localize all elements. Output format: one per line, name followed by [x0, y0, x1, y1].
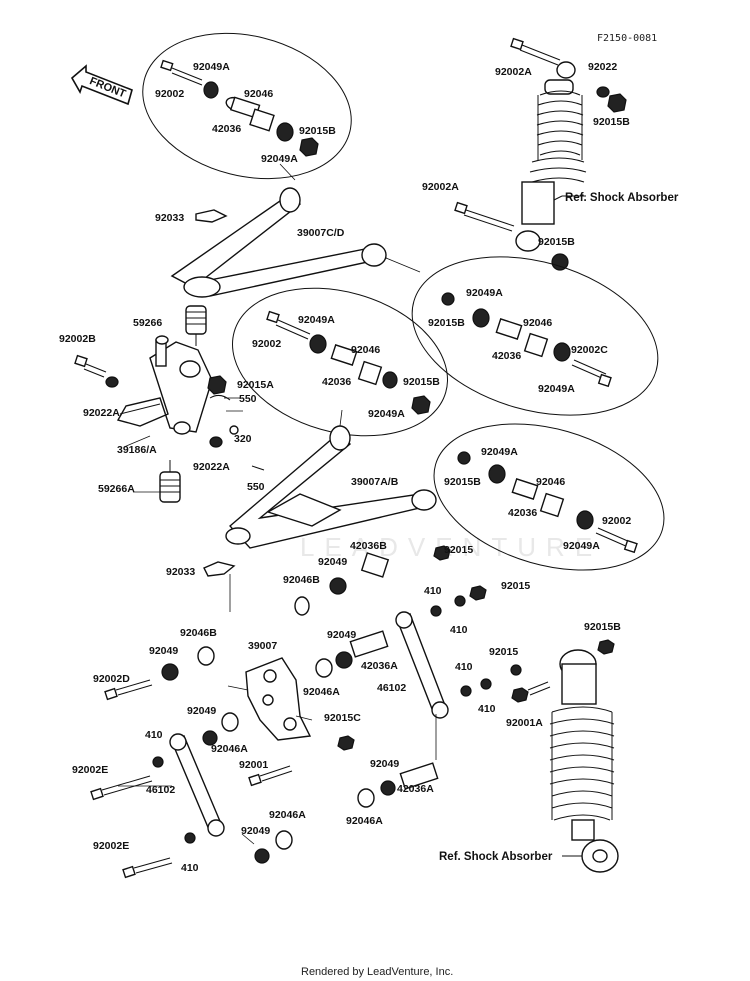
part-label: 92049 — [318, 556, 347, 568]
part-label: 92022A — [193, 461, 230, 473]
part-label: 92022A — [83, 407, 120, 419]
part-label: 92046B — [180, 627, 217, 639]
part-label: 410 — [450, 624, 468, 636]
part-label: 92015B — [538, 236, 575, 248]
upper-right-bushing-group — [411, 256, 659, 416]
part-label: 92049A — [481, 446, 518, 458]
part-label: 92015B — [299, 125, 336, 137]
shock-top-assembly — [454, 37, 627, 271]
diagram-code: F2150-0081 — [597, 33, 657, 44]
ref-shock-absorber-bottom: Ref. Shock Absorber — [439, 851, 553, 863]
part-label: 92002B — [59, 333, 96, 345]
part-label: 42036 — [508, 507, 537, 519]
part-label: 92015 — [489, 646, 518, 658]
part-label: 92015B — [593, 116, 630, 128]
part-label: 92049A — [466, 287, 503, 299]
part-label: 410 — [145, 729, 163, 741]
part-label: 92033 — [166, 566, 195, 578]
part-label: 42036 — [212, 123, 241, 135]
part-label: 92022 — [588, 61, 617, 73]
part-labels: 92049A 92002 92046 42036 92015B 92049A 9… — [59, 61, 631, 874]
part-label: 92049A — [193, 61, 230, 73]
part-label: 92015B — [428, 317, 465, 329]
part-label: 410 — [424, 585, 442, 597]
part-label: 92046A — [211, 743, 248, 755]
part-label: 92001A — [506, 717, 543, 729]
part-label: 39007A/B — [351, 476, 399, 488]
part-label: 92002 — [602, 515, 631, 527]
part-label: 46102 — [146, 784, 175, 796]
part-label: 92015C — [324, 712, 361, 724]
part-label: 92049 — [241, 825, 270, 837]
ref-shock-absorber-top: Ref. Shock Absorber — [565, 192, 679, 204]
upper-a-arm — [170, 163, 421, 298]
part-label: 92033 — [155, 212, 184, 224]
part-label: 320 — [234, 433, 252, 445]
part-label: 42036B — [350, 540, 387, 552]
part-label: 92002E — [72, 764, 108, 776]
part-label: 92001 — [239, 759, 268, 771]
part-label: 92046A — [346, 815, 383, 827]
part-label: 92015 — [501, 580, 530, 592]
middle-bushing-group — [232, 287, 448, 437]
footer-credit: Rendered by LeadVenture, Inc. — [301, 966, 453, 978]
part-label: 42036A — [397, 783, 434, 795]
part-label: 92049A — [261, 153, 298, 165]
steering-knuckle-assembly — [74, 305, 265, 471]
part-label: 92046A — [303, 686, 340, 698]
front-arrow-icon: FRONT — [70, 64, 133, 106]
part-label: 92015B — [584, 621, 621, 633]
upper-arm-bushing-group — [142, 32, 352, 180]
part-label: 92046A — [269, 809, 306, 821]
part-label: 92002A — [422, 181, 459, 193]
part-label: 92049A — [563, 540, 600, 552]
part-label: 92002 — [252, 338, 281, 350]
linkage-parts — [90, 545, 551, 879]
part-label: 59266A — [98, 483, 135, 495]
part-label: 92015 — [444, 544, 473, 556]
part-label: 92046B — [283, 574, 320, 586]
part-label: 92049A — [368, 408, 405, 420]
part-label: 92049A — [538, 383, 575, 395]
part-label: 92049A — [298, 314, 335, 326]
part-label: 92002E — [93, 840, 129, 852]
part-label: 92002A — [495, 66, 532, 78]
leader-lines — [118, 397, 437, 845]
part-label: 92046 — [244, 88, 273, 100]
part-label: 39007C/D — [297, 227, 345, 239]
part-label: 92002D — [93, 673, 130, 685]
part-label: 550 — [247, 481, 265, 493]
part-label: 92046 — [536, 476, 565, 488]
part-label: 410 — [455, 661, 473, 673]
part-label: 92049 — [187, 705, 216, 717]
part-label: 42036A — [361, 660, 398, 672]
lower-a-arm — [159, 409, 437, 549]
part-label: 92015B — [403, 376, 440, 388]
part-label: 42036 — [322, 376, 351, 388]
part-label: 92049 — [149, 645, 178, 657]
part-label: 92002 — [155, 88, 184, 100]
part-label: 92049 — [327, 629, 356, 641]
part-label: 39186/A — [117, 444, 157, 456]
part-label: 92046 — [351, 344, 380, 356]
part-label: 42036 — [492, 350, 521, 362]
part-label: 92049 — [370, 758, 399, 770]
lower-right-bushing-group — [433, 423, 665, 571]
part-label: 550 — [239, 393, 257, 405]
part-label: 92015A — [237, 379, 274, 391]
part-label: 92002C — [571, 344, 608, 356]
part-label: 39007 — [248, 640, 277, 652]
part-label: 59266 — [133, 317, 162, 329]
part-label: 92046 — [523, 317, 552, 329]
part-label: 46102 — [377, 682, 406, 694]
rear-shock-absorber — [549, 639, 619, 873]
part-label: 92015B — [444, 476, 481, 488]
part-label: 410 — [478, 703, 496, 715]
part-label: 410 — [181, 862, 199, 874]
